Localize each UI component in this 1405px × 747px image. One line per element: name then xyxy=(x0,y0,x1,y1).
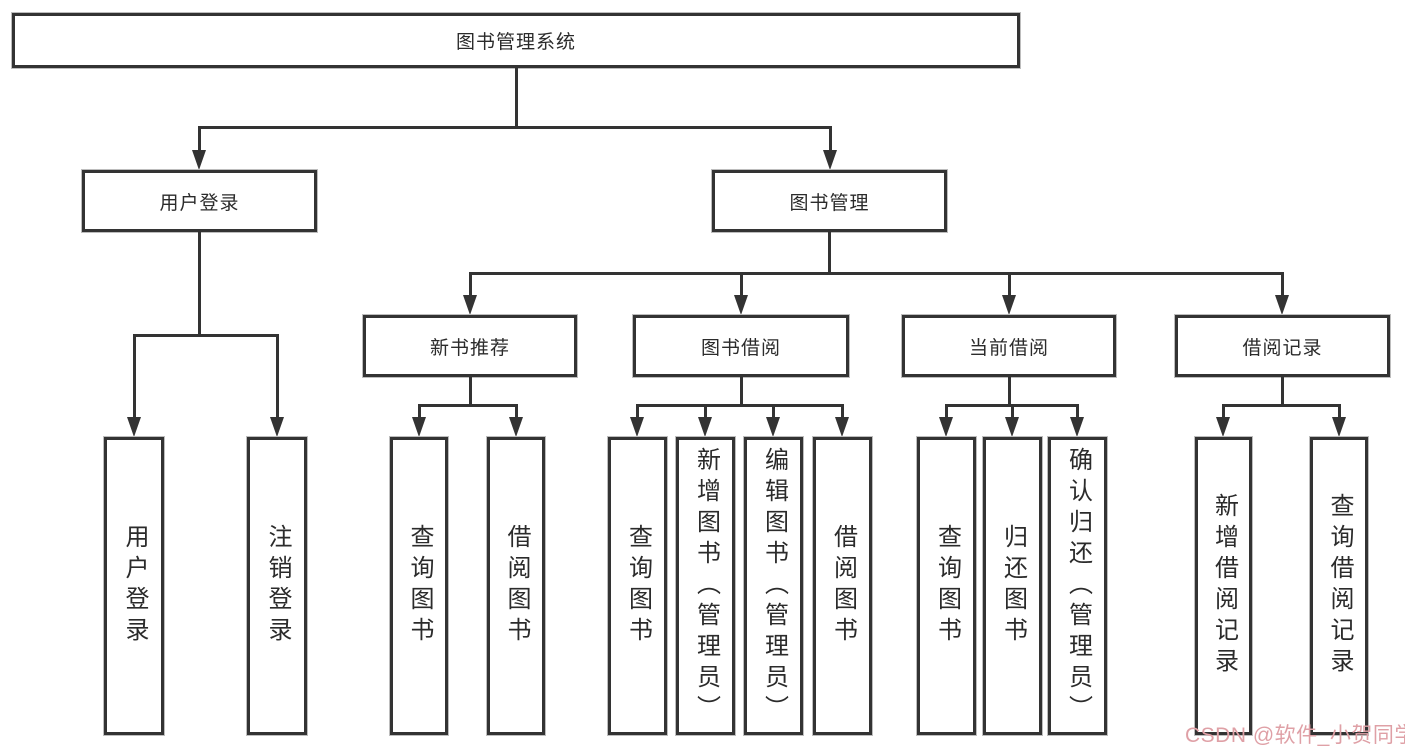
leaf-label: 用户登录 xyxy=(121,524,148,648)
leaf-label: 借阅图书 xyxy=(829,524,857,648)
leaf-add-book-admin: 新增图书（管理员） xyxy=(676,437,735,735)
connector-stem xyxy=(636,404,639,420)
leaf-query-books: 查询图书 xyxy=(917,437,976,735)
arrow-down-icon xyxy=(698,417,712,437)
node-label: 新书推荐 xyxy=(429,337,510,359)
connector-stem xyxy=(469,377,472,407)
leaf-label: 查询借阅记录 xyxy=(1326,493,1353,679)
leaf-label: 新增图书（管理员） xyxy=(692,446,720,726)
connector-stem xyxy=(740,377,743,407)
arrow-down-icon xyxy=(1005,417,1019,437)
connector-stem xyxy=(1008,377,1011,407)
arrow-down-icon xyxy=(1002,295,1016,315)
connector-stem xyxy=(829,126,832,154)
connector-stem xyxy=(945,404,948,420)
connector-stem xyxy=(1338,404,1341,420)
connector-stem xyxy=(740,272,743,297)
leaf-label: 确认归还（管理员） xyxy=(1064,446,1092,726)
node-current-borrow: 当前借阅 xyxy=(902,315,1116,377)
leaf-query-books: 查询图书 xyxy=(608,437,667,735)
connector-root-stem xyxy=(515,68,518,128)
connector-stem xyxy=(276,334,279,420)
arrow-down-icon xyxy=(412,417,426,437)
leaf-label: 注销登录 xyxy=(264,524,291,648)
connector-root-bar xyxy=(198,126,832,129)
leaf-borrow-books: 借阅图书 xyxy=(813,437,872,735)
node-new-book-recommend: 新书推荐 xyxy=(363,315,577,377)
arrow-down-icon xyxy=(127,417,141,437)
connector-stem xyxy=(133,334,136,420)
leaf-label: 查询图书 xyxy=(624,524,652,648)
leaf-user-login: 用户登录 xyxy=(104,437,164,735)
node-label: 用户登录 xyxy=(159,192,240,214)
arrow-down-icon xyxy=(270,417,284,437)
leaf-logout: 注销登录 xyxy=(247,437,307,735)
leaf-label: 查询图书 xyxy=(406,524,433,648)
connector-bar xyxy=(636,404,844,407)
arrow-down-icon xyxy=(1070,417,1084,437)
csdn-watermark: CSDN @软件_小贺同学 xyxy=(1185,724,1405,747)
connector-stem xyxy=(469,272,472,297)
node-borrow-records: 借阅记录 xyxy=(1175,315,1390,377)
connector-stem xyxy=(198,126,201,154)
arrow-down-icon xyxy=(630,417,644,437)
arrow-down-icon xyxy=(192,150,206,170)
node-label: 借阅记录 xyxy=(1242,337,1323,359)
connector-stem xyxy=(1281,377,1284,407)
connector-stem xyxy=(515,404,518,420)
node-label: 图书借阅 xyxy=(700,337,781,359)
connector-book-mgmt-bar xyxy=(469,272,1284,275)
leaf-label: 查询图书 xyxy=(933,524,961,648)
arrow-down-icon xyxy=(1275,295,1289,315)
arrow-down-icon xyxy=(766,417,780,437)
leaf-query-borrow-record: 查询借阅记录 xyxy=(1310,437,1368,735)
connector-user-login-stem xyxy=(198,232,201,336)
arrow-down-icon xyxy=(939,417,953,437)
arrow-down-icon xyxy=(734,295,748,315)
leaf-return-books: 归还图书 xyxy=(983,437,1042,735)
connector-stem xyxy=(1008,272,1011,297)
connector-stem xyxy=(841,404,844,420)
connector-stem xyxy=(1222,404,1225,420)
arrow-down-icon xyxy=(509,417,523,437)
connector-book-mgmt-stem xyxy=(828,232,831,275)
leaf-label: 归还图书 xyxy=(999,524,1027,648)
node-label: 图书管理系统 xyxy=(455,32,576,53)
leaf-confirm-return-admin: 确认归还（管理员） xyxy=(1048,437,1107,735)
node-book-management: 图书管理 xyxy=(712,170,947,232)
connector-stem xyxy=(418,404,421,420)
connector-bar xyxy=(1222,404,1341,407)
node-label: 图书管理 xyxy=(789,192,870,214)
leaf-label: 借阅图书 xyxy=(503,524,530,648)
connector-bar xyxy=(418,404,518,407)
leaf-add-borrow-record: 新增借阅记录 xyxy=(1195,437,1252,735)
arrow-down-icon xyxy=(1216,417,1230,437)
connector-user-login-bar xyxy=(133,334,279,337)
arrow-down-icon xyxy=(463,295,477,315)
connector-stem xyxy=(772,404,775,420)
arrow-down-icon xyxy=(835,417,849,437)
arrow-down-icon xyxy=(1332,417,1346,437)
node-label: 当前借阅 xyxy=(968,337,1049,359)
connector-stem xyxy=(1281,272,1284,297)
node-book-borrow: 图书借阅 xyxy=(633,315,849,377)
connector-stem xyxy=(1011,404,1014,420)
leaf-label: 编辑图书（管理员） xyxy=(760,446,788,726)
leaf-query-books: 查询图书 xyxy=(390,437,448,735)
leaf-edit-book-admin: 编辑图书（管理员） xyxy=(744,437,803,735)
node-root-library-system: 图书管理系统 xyxy=(12,13,1020,68)
connector-stem xyxy=(1076,404,1079,420)
leaf-borrow-books: 借阅图书 xyxy=(487,437,545,735)
connector-stem xyxy=(704,404,707,420)
leaf-label: 新增借阅记录 xyxy=(1210,493,1238,679)
arrow-down-icon xyxy=(823,150,837,170)
node-user-login: 用户登录 xyxy=(82,170,317,232)
